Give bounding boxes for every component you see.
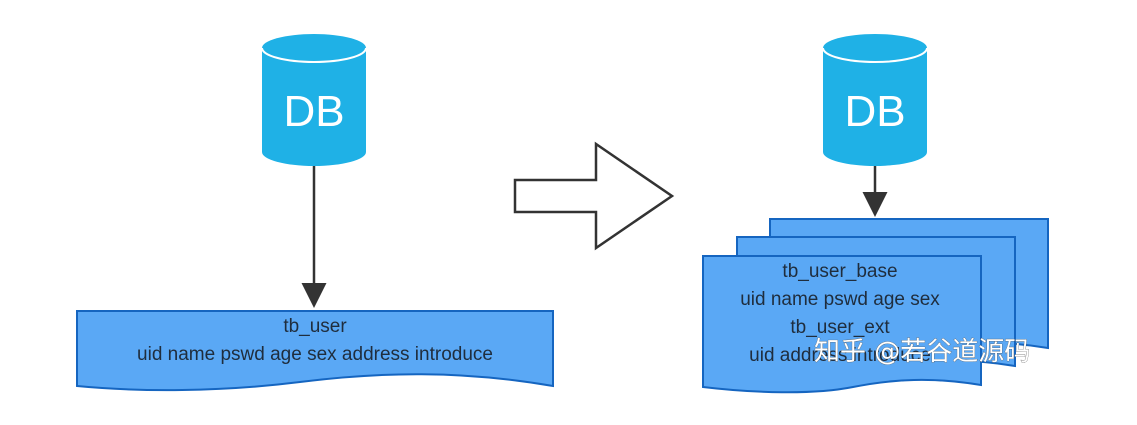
right-db-label: DB xyxy=(844,87,905,136)
right-table-1-name: tb_user_base xyxy=(782,261,897,282)
stack-sheet-front xyxy=(702,255,982,394)
right-table-1-columns: uid name pswd age sex xyxy=(740,289,940,310)
left-table-columns: uid name pswd age sex address introduce xyxy=(137,344,493,365)
left-table-name: tb_user xyxy=(283,316,347,337)
left-table-document: tb_user uid name pswd age sex address in… xyxy=(76,310,554,392)
transform-arrow-icon xyxy=(513,141,675,251)
right-table-2-name: tb_user_ext xyxy=(790,317,890,338)
right-table-2-columns: uid address introduce xyxy=(749,345,931,366)
watermark-text: 知乎 @若谷道源码 xyxy=(814,337,1030,367)
right-database-icon: DB xyxy=(822,34,928,166)
left-database-icon: DB xyxy=(261,34,367,166)
right-table-stack: tb_user_base uid name pswd age sex tb_us… xyxy=(702,218,1049,394)
left-db-label: DB xyxy=(283,87,344,136)
